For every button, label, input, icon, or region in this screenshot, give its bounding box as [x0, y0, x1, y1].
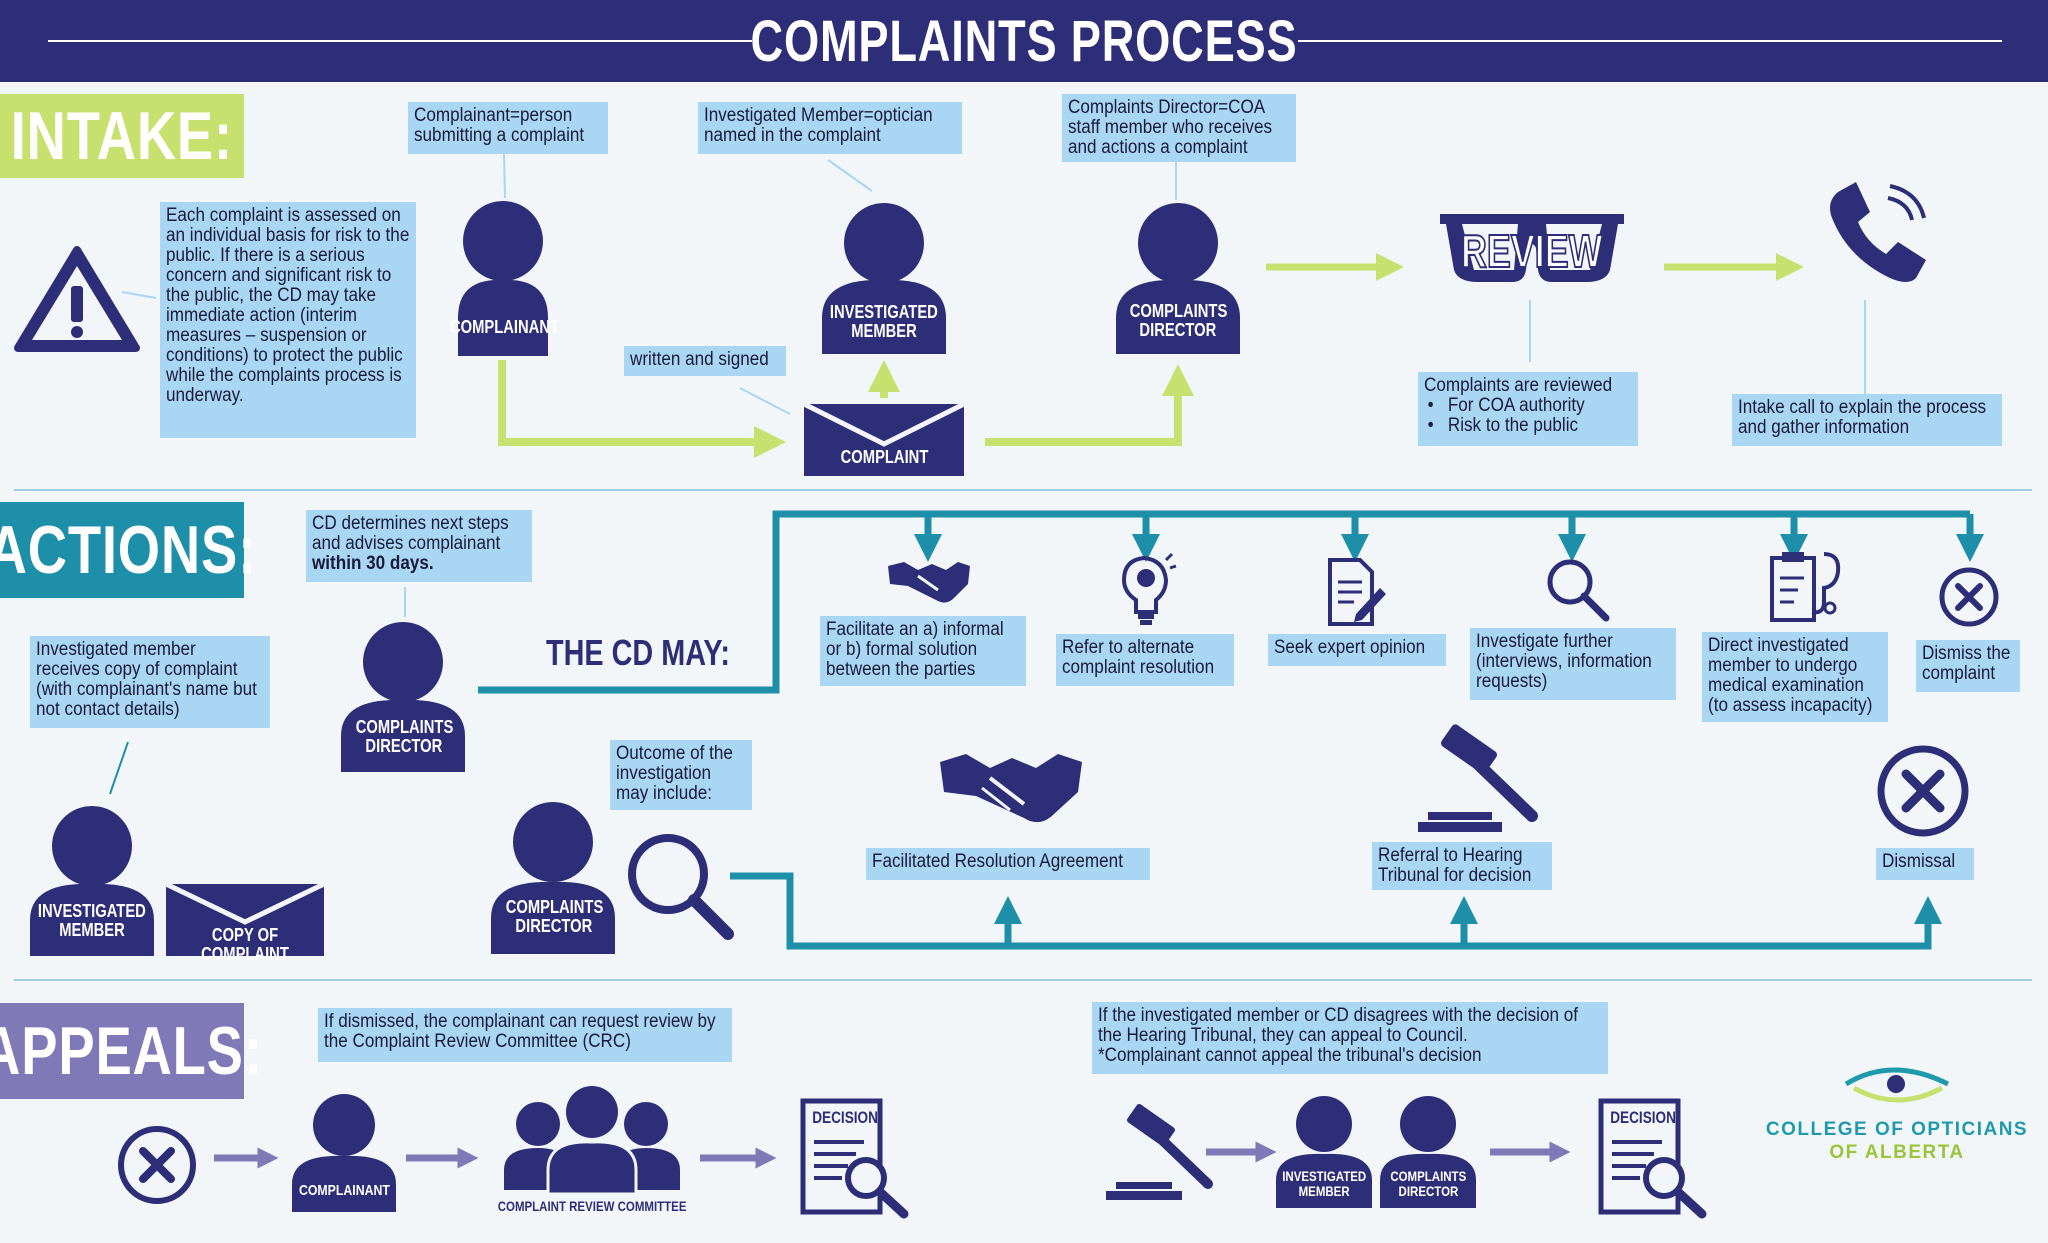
- risk-note: Each complaint is assessed on an individ…: [160, 202, 416, 438]
- investigation-magnifier-icon: [628, 834, 734, 940]
- divider-actions-appeals: [14, 979, 2032, 981]
- crc-note: If dismissed, the complainant can reques…: [318, 1008, 732, 1062]
- glasses-icon: [1440, 214, 1624, 282]
- copy-of-complaint-label: COPY OF COMPLAINT: [201, 925, 289, 964]
- header-bar: COMPLAINTS PROCESS: [0, 0, 2048, 82]
- cd-next-steps-note: CD determines next steps and advises com…: [306, 510, 532, 582]
- copy-note: Investigated member receives copy of com…: [30, 636, 270, 728]
- outcome-facilitated-resolution: Facilitated Resolution Agreement: [866, 848, 1150, 880]
- gavel-icon: [1418, 724, 1538, 832]
- outcome-director-person-icon: [491, 802, 615, 954]
- written-signed-note: written and signed: [624, 346, 786, 376]
- magnifier-icon: [1547, 559, 1610, 622]
- option-facilitate: Facilitate an a) informal or b) formal s…: [820, 616, 1026, 686]
- divider-intake-actions: [14, 489, 2032, 491]
- dismiss-x-icon: [1939, 567, 1999, 627]
- complainant-definition: Complainant=person submitting a complain…: [408, 102, 608, 154]
- org-name-line1: COLLEGE OF OPTICIANS: [1765, 1119, 2029, 1140]
- header-rule-right: [1298, 40, 2002, 42]
- phone-icon: [1830, 182, 1926, 282]
- org-name-line2: OF ALBERTA: [1829, 1142, 1965, 1163]
- decision-label-1: DECISION: [812, 1108, 878, 1127]
- cd-may-heading: THE CD MAY:: [546, 632, 731, 673]
- option-expert-opinion: Seek expert opinion: [1268, 634, 1446, 666]
- organization-name: COLLEGE OF OPTICIANS OF ALBERTA: [1762, 1118, 2032, 1164]
- decision-label-2: DECISION: [1610, 1108, 1676, 1127]
- lightbulb-gear-icon: [1121, 552, 1177, 625]
- header-rule-left: [48, 40, 752, 42]
- appeal-dismissed-x-icon: [118, 1126, 196, 1204]
- agreement-handshake-icon: [940, 754, 1082, 823]
- director-definition: Complaints Director=COA staff member who…: [1062, 94, 1296, 162]
- option-alternate-resolution: Refer to alternate complaint resolution: [1056, 634, 1234, 686]
- complaint-label: COMPLAINT: [840, 447, 928, 467]
- review-label: REVIEW: [1460, 224, 1603, 278]
- council-decision-document-icon: [1598, 1098, 1707, 1219]
- page-title: COMPLAINTS PROCESS: [750, 9, 1298, 74]
- committee-label: COMPLAINT REVIEW COMMITTEE: [497, 1198, 687, 1214]
- option-dismiss: Dismiss the complaint: [1916, 640, 2020, 692]
- arrow-complaint-to-director: [985, 364, 1194, 446]
- section-intake: INTAKE:: [0, 94, 244, 178]
- committee-group-icon: [504, 1086, 680, 1196]
- option-medical-exam: Direct investigated member to undergo me…: [1702, 632, 1888, 722]
- investigated-member-person-icon: [822, 203, 946, 354]
- college-logo-eye-icon: [1844, 1067, 1950, 1103]
- option-investigate: Investigate further (interviews, informa…: [1470, 628, 1676, 700]
- medical-clipboard-icon: [1770, 552, 1841, 622]
- member-definition: Investigated Member=optician named in th…: [698, 102, 962, 154]
- decision-document-icon: [800, 1098, 909, 1219]
- appeal-complainant-person-icon: [292, 1094, 396, 1212]
- arrow-complainant-to-complaint: [498, 360, 786, 458]
- appeal-director-person-icon: [1380, 1096, 1476, 1208]
- outcome-dismissal: Dismissal: [1876, 848, 1974, 880]
- copy-envelope-icon: [164, 881, 326, 956]
- appeal-member-person-icon: [1276, 1096, 1372, 1208]
- envelope-icon: [802, 401, 966, 476]
- actions-director-person-icon: [341, 622, 465, 772]
- complaints-director-person-icon: [1116, 203, 1240, 354]
- section-appeals: APPEALS:: [0, 1003, 262, 1099]
- section-actions: ACTIONS:: [0, 502, 256, 598]
- intake-call-note: Intake call to explain the process and g…: [1732, 394, 2002, 446]
- review-note: Complaints are reviewed • For COA author…: [1418, 372, 1638, 446]
- appeal-gavel-icon: [1106, 1103, 1213, 1200]
- outcome-branch-line: [730, 872, 1942, 950]
- complainant-label: COMPLAINANT: [449, 317, 560, 337]
- complainant-person-icon: [458, 201, 548, 356]
- appeal-complainant-label: COMPLAINANT: [298, 1182, 390, 1199]
- handshake-icon: [888, 562, 970, 603]
- cd-may-branch-line: [478, 510, 1970, 694]
- council-note: If the investigated member or CD disagre…: [1092, 1002, 1608, 1074]
- dismissal-x-icon: [1877, 745, 1969, 837]
- warning-icon: [14, 246, 140, 352]
- document-pen-icon: [1328, 558, 1386, 626]
- actions-member-person-icon: [30, 806, 154, 956]
- outcome-note: Outcome of the investigation may include…: [610, 740, 752, 810]
- outcome-hearing-referral: Referral to Hearing Tribunal for decisio…: [1372, 842, 1552, 890]
